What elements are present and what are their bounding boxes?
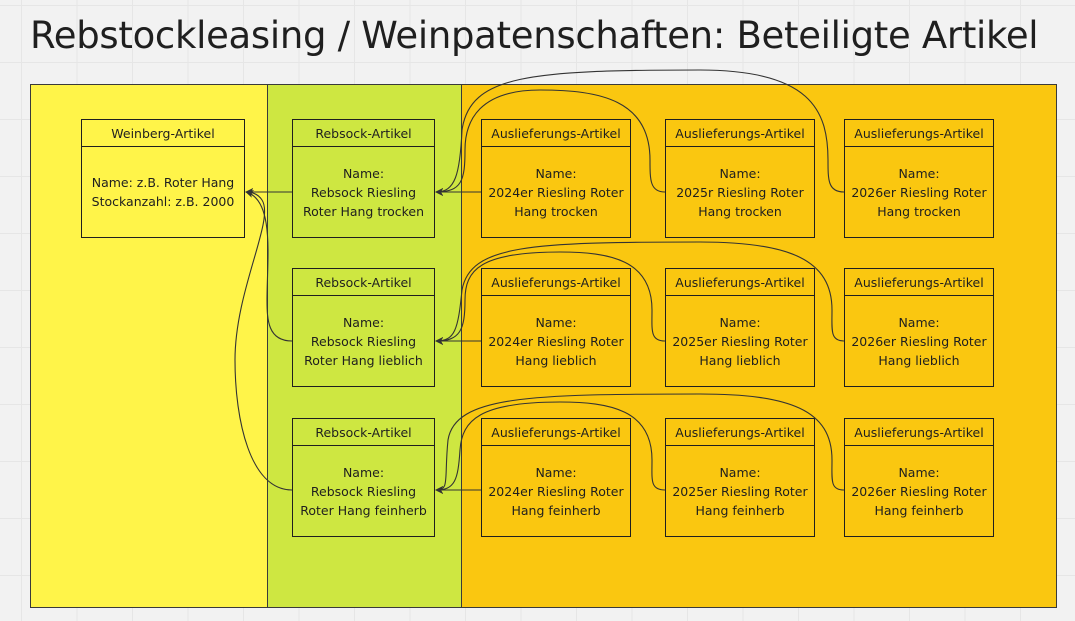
card-body: Name: 2024er Riesling Roter Hang feinher… <box>482 446 630 536</box>
card-header: Auslieferungs-Artikel <box>845 269 993 296</box>
card-body: Name: 2026er Riesling Roter Hang trocken <box>845 147 993 237</box>
auslieferungs-artikel-card[interactable]: Auslieferungs-Artikel Name: 2024er Riesl… <box>481 418 631 537</box>
card-line: Hang trocken <box>877 203 961 219</box>
card-line: Hang lieblich <box>515 352 597 368</box>
card-header: Auslieferungs-Artikel <box>666 419 814 446</box>
card-line: Name: <box>719 314 761 330</box>
card-body: Name: 2026er Riesling Roter Hang feinher… <box>845 446 993 536</box>
card-header: Auslieferungs-Artikel <box>666 120 814 147</box>
card-line: 2026er Riesling Roter <box>851 483 987 499</box>
auslieferungs-artikel-card[interactable]: Auslieferungs-Artikel Name: 2026er Riesl… <box>844 119 994 238</box>
auslieferungs-artikel-card[interactable]: Auslieferungs-Artikel Name: 2024er Riesl… <box>481 119 631 238</box>
card-line: Name: <box>898 165 940 181</box>
auslieferungs-artikel-card[interactable]: Auslieferungs-Artikel Name: 2024er Riesl… <box>481 268 631 387</box>
card-line: 2026er Riesling Roter <box>851 184 987 200</box>
card-line: 2026er Riesling Roter <box>851 333 987 349</box>
card-header: Rebsock-Artikel <box>293 269 434 296</box>
card-line: Name: <box>535 314 577 330</box>
card-header: Auslieferungs-Artikel <box>845 419 993 446</box>
card-line: Hang trocken <box>514 203 598 219</box>
card-line: 2024er Riesling Roter <box>488 483 624 499</box>
card-line: Stockanzahl: z.B. 2000 <box>91 194 235 209</box>
weinberg-artikel-card[interactable]: Weinberg-Artikel Name: z.B. Roter Hang S… <box>81 119 245 238</box>
auslieferungs-artikel-card[interactable]: Auslieferungs-Artikel Name: 2026er Riesl… <box>844 418 994 537</box>
card-line: Name: <box>535 464 577 480</box>
card-line: Roter Hang trocken <box>302 203 425 219</box>
rebstock-artikel-card[interactable]: Rebsock-Artikel Name: Rebsock Riesling R… <box>292 268 435 387</box>
card-body: Name: z.B. Roter Hang Stockanzahl: z.B. … <box>82 147 244 237</box>
card-line: Rebsock Riesling <box>310 333 417 349</box>
card-line: Rebsock Riesling <box>310 184 417 200</box>
card-body: Name: Rebsock Riesling Roter Hang feinhe… <box>293 446 434 536</box>
auslieferungs-artikel-card[interactable]: Auslieferungs-Artikel Name: 2026er Riesl… <box>844 268 994 387</box>
card-line: 2025r Riesling Roter <box>676 184 804 200</box>
card-line: Roter Hang feinherb <box>300 502 427 518</box>
rebstock-artikel-card[interactable]: Rebsock-Artikel Name: Rebsock Riesling R… <box>292 418 435 537</box>
card-line: Hang trocken <box>698 203 782 219</box>
card-header: Auslieferungs-Artikel <box>482 419 630 446</box>
card-line: Name: <box>342 165 385 181</box>
card-line: Name: <box>898 464 940 480</box>
card-line: Name: <box>342 464 385 480</box>
card-header: Rebsock-Artikel <box>293 419 434 446</box>
card-line: Hang feinherb <box>695 502 785 518</box>
card-header: Rebsock-Artikel <box>293 120 434 147</box>
lane-rebstock <box>268 85 462 607</box>
card-header: Weinberg-Artikel <box>82 120 244 147</box>
diagram-title: Rebstockleasing / Weinpatenschaften: Bet… <box>30 14 1039 57</box>
card-line: 2025er Riesling Roter <box>672 333 808 349</box>
lane-weinberg <box>31 85 268 607</box>
card-line: 2024er Riesling Roter <box>488 184 624 200</box>
card-line: Hang feinherb <box>511 502 601 518</box>
card-line: Name: <box>898 314 940 330</box>
card-line: Name: z.B. Roter Hang <box>91 175 235 190</box>
card-line: Name: <box>535 165 577 181</box>
card-header: Auslieferungs-Artikel <box>666 269 814 296</box>
card-line: Name: <box>719 464 761 480</box>
card-body: Name: 2026er Riesling Roter Hang lieblic… <box>845 296 993 386</box>
card-line: Hang lieblich <box>878 352 960 368</box>
card-header: Auslieferungs-Artikel <box>482 120 630 147</box>
card-line: Name: <box>719 165 761 181</box>
auslieferungs-artikel-card[interactable]: Auslieferungs-Artikel Name: 2025er Riesl… <box>665 268 815 387</box>
card-line: Hang lieblich <box>699 352 781 368</box>
card-line: 2025er Riesling Roter <box>672 483 808 499</box>
card-body: Name: 2024er Riesling Roter Hang trocken <box>482 147 630 237</box>
auslieferungs-artikel-card[interactable]: Auslieferungs-Artikel Name: 2025er Riesl… <box>665 418 815 537</box>
card-header: Auslieferungs-Artikel <box>845 120 993 147</box>
auslieferungs-artikel-card[interactable]: Auslieferungs-Artikel Name: 2025r Riesli… <box>665 119 815 238</box>
card-body: Name: Rebsock Riesling Roter Hang liebli… <box>293 296 434 386</box>
rebstock-artikel-card[interactable]: Rebsock-Artikel Name: Rebsock Riesling R… <box>292 119 435 238</box>
card-body: Name: 2024er Riesling Roter Hang lieblic… <box>482 296 630 386</box>
card-line: Rebsock Riesling <box>310 483 417 499</box>
card-body: Name: 2025er Riesling Roter Hang lieblic… <box>666 296 814 386</box>
card-line: Name: <box>342 314 385 330</box>
card-line: Hang feinherb <box>874 502 964 518</box>
card-header: Auslieferungs-Artikel <box>482 269 630 296</box>
card-body: Name: 2025r Riesling Roter Hang trocken <box>666 147 814 237</box>
card-body: Name: 2025er Riesling Roter Hang feinher… <box>666 446 814 536</box>
card-body: Name: Rebsock Riesling Roter Hang trocke… <box>293 147 434 237</box>
card-line: Roter Hang lieblich <box>304 352 423 368</box>
card-line: 2024er Riesling Roter <box>488 333 624 349</box>
